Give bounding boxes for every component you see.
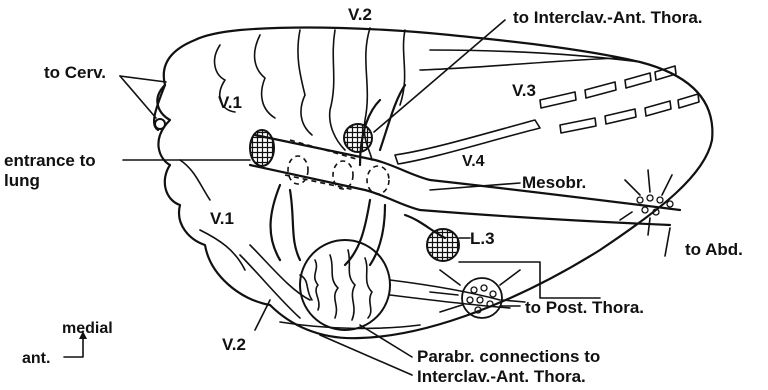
rib-dash	[560, 118, 596, 133]
lobe-contour	[180, 160, 210, 200]
label-medial: medial	[62, 320, 113, 337]
label-entrance-line2: lung	[4, 171, 40, 190]
mesobronchus	[250, 165, 670, 225]
lobe-contour	[298, 30, 312, 135]
label-v2-lower: V.2	[222, 335, 246, 354]
rib-dash	[605, 109, 636, 124]
l3-sac-hatched	[427, 229, 459, 261]
vessel	[271, 185, 280, 260]
lobe-contour	[330, 30, 345, 150]
parabronchi	[315, 260, 319, 310]
label-entrance-line1: entrance to	[4, 151, 96, 170]
label-to-interclav-top: to Interclav.-Ant. Thora.	[513, 8, 703, 27]
vessel	[380, 85, 405, 150]
label-v3: V.3	[512, 81, 536, 100]
internal-dashed-tube	[285, 175, 355, 190]
vessel	[370, 205, 385, 265]
dashed-branch	[367, 166, 389, 194]
mesobronchus	[255, 135, 680, 210]
v2-sac-hatched	[344, 124, 372, 152]
rib-dash	[540, 92, 576, 108]
parabronchi	[365, 258, 372, 318]
post-thora-dots	[467, 285, 496, 313]
parabronchi	[348, 250, 355, 320]
vessel	[290, 190, 300, 260]
label-v1-upper: V.1	[218, 93, 242, 112]
rib-dash	[678, 94, 699, 108]
label-v2-top: V.2	[348, 5, 372, 24]
cervical-sac	[155, 119, 165, 129]
entrance-hatched	[250, 130, 274, 166]
label-parabr-line1: Parabr. connections to	[417, 347, 600, 366]
rib-dash	[585, 82, 616, 98]
v3-vessel	[420, 58, 620, 70]
label-to-post-thora: to Post. Thora.	[525, 298, 644, 317]
label-v4: V.4	[462, 153, 485, 170]
label-mesobr: Mesobr.	[522, 173, 586, 192]
label-parabr-line2: Interclav.-Ant. Thora.	[417, 367, 586, 386]
lung-outline	[157, 28, 712, 339]
label-ant: ant.	[22, 350, 50, 367]
dashed-branch	[288, 156, 308, 184]
lobe-contour	[255, 35, 275, 118]
parabronchi	[330, 255, 338, 318]
label-to-abd: to Abd.	[685, 240, 743, 259]
parabronchial-sphere	[300, 240, 390, 330]
rib-dash	[625, 73, 651, 88]
rib-dash	[645, 101, 671, 116]
label-v1-lower: V.1	[210, 209, 234, 228]
label-l3: L.3	[470, 229, 495, 248]
label-to-cerv: to Cerv.	[44, 63, 106, 82]
